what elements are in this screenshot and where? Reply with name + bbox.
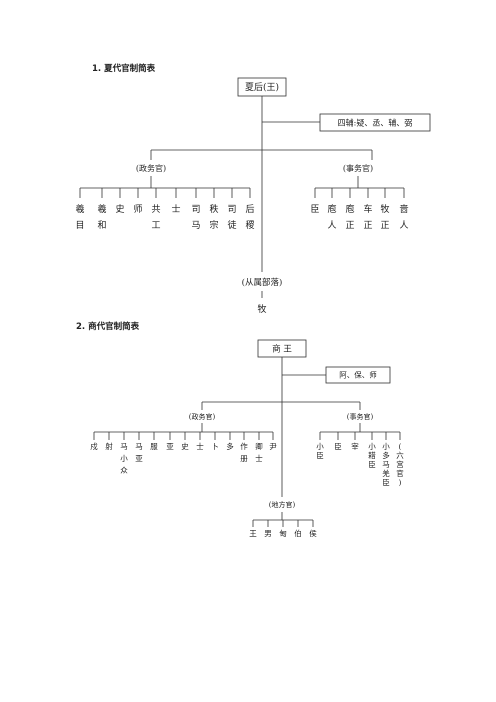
shang-left-item: 亚 xyxy=(166,442,174,451)
shang-right-item: 小 xyxy=(368,442,376,451)
shang-right-item: 宫 xyxy=(396,459,404,469)
xia-left-item: 共 xyxy=(151,204,160,215)
shang-left-item: 马 xyxy=(120,442,128,451)
shang-right-item: 小 xyxy=(382,442,390,451)
shang-right-item: 六 xyxy=(396,450,404,460)
xia-left-item: 工 xyxy=(151,221,160,231)
shang-right-item: 耤 xyxy=(368,450,376,460)
xia-left-item: 马 xyxy=(191,220,200,231)
shang-right-item: 臣 xyxy=(368,460,376,469)
shang-left-item: 卿 xyxy=(255,442,263,451)
shang-side-box-frame xyxy=(325,366,391,384)
xia-bottom-group-bg xyxy=(232,272,292,290)
xia-left-item: 师 xyxy=(133,203,142,215)
xia-right-item: 庖 xyxy=(345,203,354,215)
xia-left-item: 司 xyxy=(191,204,200,215)
xia-side-box: 四辅:疑、丞、辅、弼 xyxy=(338,117,413,127)
shang-left-item: 马 xyxy=(135,442,143,451)
shang-bottom-group-label: (地方官) xyxy=(269,500,296,509)
shang-left-item: 众 xyxy=(120,466,128,475)
shang-side-box: 阿、保、师 xyxy=(339,370,377,380)
xia-left-item: 士 xyxy=(171,203,180,215)
xia-right-item: 臣 xyxy=(310,204,319,215)
xia-left-item: 和 xyxy=(97,220,106,231)
shang-left-item: 册 xyxy=(240,454,248,463)
shang-bottom-item: 王 xyxy=(249,529,257,538)
xia-right-item: 人 xyxy=(327,220,336,231)
xia-right-item: 人 xyxy=(399,220,408,231)
xia-right-item: 正 xyxy=(380,221,389,231)
shang-right-item: 臣 xyxy=(382,478,390,487)
shang-left-item: 尹 xyxy=(269,442,277,451)
shang-right-item: 羌 xyxy=(382,468,390,478)
shang-org-chart: 商 王阿、保、师(政务官)(事务官)戍射马小众马亚服亚史士卜多作册卿士尹小臣臣宰… xyxy=(90,339,404,538)
shang-left-item: 卜 xyxy=(211,442,219,451)
shang-root-box: 商 王 xyxy=(272,344,292,355)
xia-left-item: 秩 xyxy=(209,204,218,215)
xia-left-item: 宗 xyxy=(209,219,218,231)
shang-bottom-item: 伯 xyxy=(294,528,302,538)
xia-left-item: 稷 xyxy=(245,220,254,231)
shang-right-item: 臣 xyxy=(334,442,342,451)
shang-left-item: 士 xyxy=(196,441,204,451)
xia-root-box: 夏后(王) xyxy=(245,82,279,93)
shang-left-item: 史 xyxy=(181,441,189,451)
shang-bottom-item: 侯 xyxy=(309,529,317,538)
section1-heading: 1. 夏代官制简表 xyxy=(92,64,156,74)
shang-left-item: 多 xyxy=(226,441,234,451)
shang-right-item: 多 xyxy=(382,450,390,460)
shang-left-item: 射 xyxy=(105,441,113,451)
xia-right-item: 庖 xyxy=(327,203,336,215)
section2-heading: 2. 商代官制简表 xyxy=(76,322,140,332)
shang-left-item: 服 xyxy=(150,442,158,451)
xia-left-item: 后 xyxy=(245,204,254,215)
xia-right-item: 啬 xyxy=(399,203,408,215)
xia-right-item: 正 xyxy=(363,221,372,231)
shang-left-item: 亚 xyxy=(135,454,143,463)
xia-left-item: 司 xyxy=(227,204,236,215)
shang-right-item: ( xyxy=(399,442,402,451)
xia-left-item: 徒 xyxy=(227,219,236,231)
xia-left-group-label: (政务官) xyxy=(136,163,166,173)
shang-right-item: 臣 xyxy=(316,451,324,460)
shang-right-item: ) xyxy=(399,478,402,487)
xia-left-item: 羲 xyxy=(75,203,84,215)
shang-left-group-label: (政务官) xyxy=(189,412,216,421)
shang-right-item: 官 xyxy=(396,468,404,478)
xia-org-chart: 夏后(王)四辅:疑、丞、辅、弼(政务官)(事务官)羲目羲和史师共工士司马秩宗司徒… xyxy=(75,77,431,315)
xia-left-item: 羲 xyxy=(97,203,106,215)
xia-side-box-frame xyxy=(319,113,431,132)
xia-bottom-leaf: 牧 xyxy=(257,303,266,315)
xia-left-item: 目 xyxy=(75,220,84,231)
shang-right-item: 小 xyxy=(316,442,324,451)
shang-left-item: 戍 xyxy=(90,441,98,451)
shang-left-item: 小 xyxy=(120,454,128,463)
xia-left-item: 史 xyxy=(115,203,124,215)
shang-bottom-item: 男 xyxy=(264,529,272,538)
shang-right-item: 宰 xyxy=(351,441,359,451)
xia-right-group-label: (事务官) xyxy=(343,163,373,173)
shang-bottom-item: 甸 xyxy=(279,528,287,538)
xia-bottom-group-label: (从属部落) xyxy=(242,277,283,288)
xia-right-item: 车 xyxy=(363,203,372,215)
shang-right-group-label: (事务官) xyxy=(347,412,374,421)
shang-left-item: 士 xyxy=(255,453,263,463)
xia-right-item: 正 xyxy=(345,221,354,231)
xia-right-item: 牧 xyxy=(380,203,389,215)
shang-left-item: 作 xyxy=(240,441,248,451)
shang-right-item: 马 xyxy=(382,460,390,469)
shang-bottom-group-bg xyxy=(258,497,306,511)
